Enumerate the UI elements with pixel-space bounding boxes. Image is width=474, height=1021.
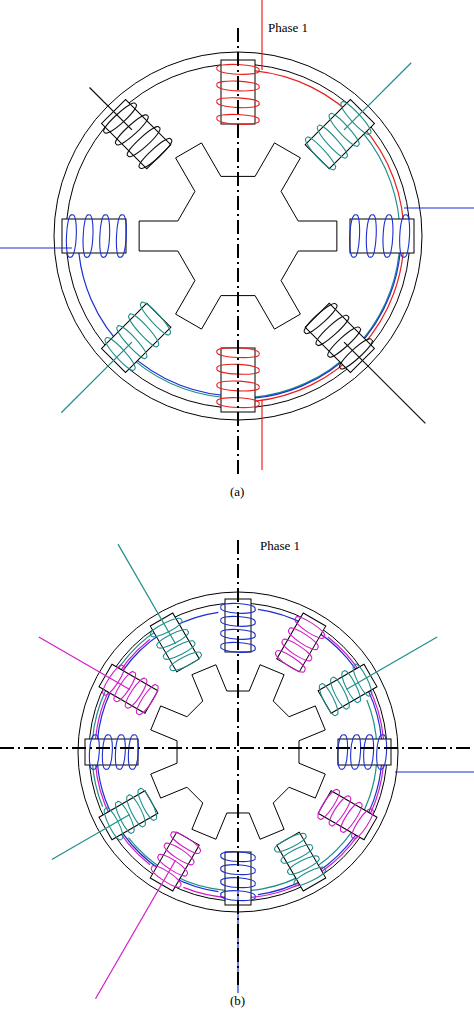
coil-winding	[168, 648, 203, 674]
coil-winding	[116, 215, 126, 257]
stator-pole	[350, 215, 414, 257]
coil-winding	[400, 215, 410, 257]
phase-wire	[404, 207, 474, 208]
phase-wire	[395, 771, 474, 772]
coil-winding	[351, 735, 361, 770]
phase-wire	[61, 342, 132, 413]
coil-winding	[162, 841, 197, 867]
phase-wire	[39, 637, 130, 690]
coil-winding	[123, 676, 149, 711]
coil-winding	[221, 603, 256, 613]
coil-winding	[89, 735, 99, 770]
coil-winding	[221, 865, 256, 875]
phase-wire	[90, 88, 132, 130]
coil-winding	[349, 806, 375, 841]
coil-winding	[134, 787, 160, 822]
coil-winding	[137, 300, 174, 337]
coil-winding	[100, 215, 110, 257]
stator-pole	[273, 830, 330, 893]
symmetry-axis	[237, 540, 239, 985]
coil-winding	[279, 637, 314, 663]
coil-winding	[137, 135, 174, 172]
subfigure-label: (a)	[228, 484, 246, 499]
phase-label: Phase 1	[258, 538, 302, 553]
stator-pole	[338, 735, 391, 770]
coil-winding	[273, 648, 308, 674]
stator-pole	[217, 60, 259, 124]
coil-winding	[327, 793, 353, 828]
coil-winding	[302, 300, 339, 337]
symmetry-axis	[0, 747, 474, 749]
coil-winding	[273, 830, 308, 856]
stator-pole	[273, 611, 330, 674]
coil-winding	[292, 615, 327, 641]
coil-winding	[338, 800, 364, 835]
phase-wire	[118, 544, 176, 644]
coil-winding	[134, 682, 160, 717]
coil-winding	[302, 135, 339, 172]
coil-winding	[350, 215, 360, 257]
phase-wire	[344, 342, 425, 423]
coil-winding	[128, 735, 138, 770]
subfigure-label: (b)	[228, 993, 247, 1008]
phase-wire	[344, 63, 411, 130]
coil-winding	[364, 735, 374, 770]
coil-winding	[366, 215, 376, 257]
motor-a	[0, 0, 474, 478]
phase-wire	[0, 247, 72, 248]
stator-pole	[85, 735, 138, 770]
phase-wire	[346, 637, 437, 690]
coil-winding	[115, 735, 125, 770]
stator-pole	[217, 348, 259, 412]
coil-winding	[286, 626, 321, 652]
coil-winding	[66, 215, 76, 257]
coil-winding	[102, 735, 112, 770]
symmetry-axis	[237, 28, 239, 478]
phase-wire	[261, 0, 262, 70]
phase-wire	[52, 815, 130, 860]
coil-winding	[168, 830, 203, 856]
coil-winding	[383, 215, 393, 257]
phase-label: Phase 1	[266, 20, 310, 35]
stator-pole	[316, 787, 379, 844]
coil-winding	[338, 735, 348, 770]
stator-pole	[62, 215, 126, 257]
coil-winding	[316, 682, 342, 717]
coil-winding	[377, 735, 387, 770]
coil-winding	[83, 215, 93, 257]
phase-wire	[261, 400, 262, 470]
motor-b	[0, 540, 474, 1000]
phase-wire	[96, 860, 176, 999]
coil-winding	[316, 787, 342, 822]
